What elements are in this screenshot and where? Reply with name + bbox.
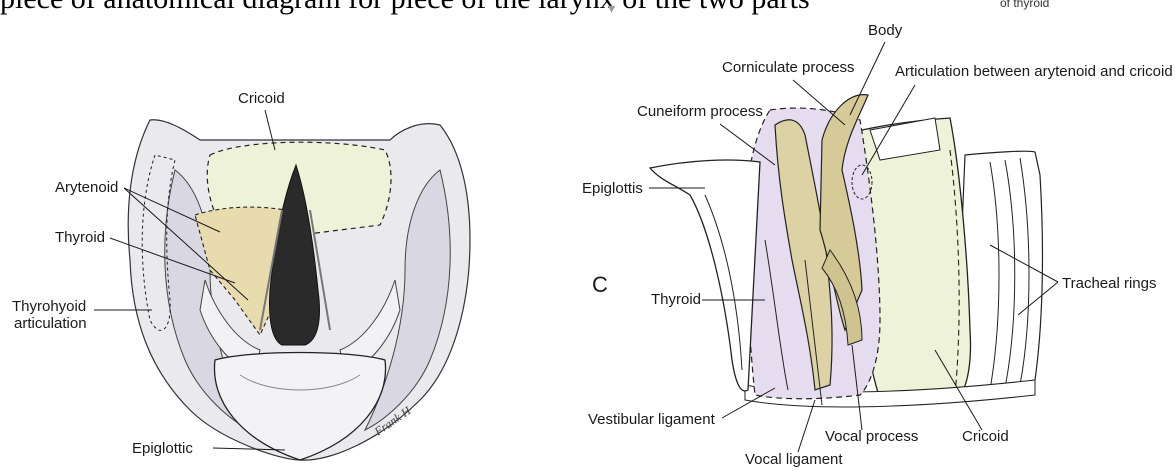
- right-label-vestibular: Vestibular ligament: [588, 411, 716, 428]
- right-label-thyroid: Thyroid: [651, 291, 701, 308]
- left-label-arytenoid: Arytenoid: [55, 179, 118, 196]
- right-label-body: Body: [868, 22, 903, 39]
- right-leader-body: [850, 42, 885, 115]
- right-label-cuneiform: Cuneiform process: [637, 103, 763, 120]
- right-label-articulation: Articulation between arytenoid and crico…: [895, 63, 1173, 80]
- left-label-cricoid: Cricoid: [238, 90, 285, 107]
- left-label-thyrohyoid-2: articulation: [14, 315, 87, 332]
- right-label-vocal-ligament: Vocal ligament: [745, 451, 843, 468]
- left-label-thyrohyoid-1: Thyrohyoid: [12, 298, 86, 315]
- left-illustration: Frank H: [128, 120, 470, 460]
- right-label-cricoid: Cricoid: [962, 428, 1009, 445]
- right-label-epiglottis: Epiglottis: [582, 180, 643, 197]
- left-label-epiglottic: Epiglottic: [132, 440, 193, 457]
- right-label-corniculate: Corniculate process: [722, 59, 855, 76]
- right-illustration: [650, 95, 1042, 407]
- right-leader-vocal-ligament: [798, 400, 815, 452]
- left-label-thyroid: Thyroid: [55, 229, 105, 246]
- right-panel-letter: C: [592, 272, 608, 297]
- right-epiglottis: [650, 160, 760, 391]
- right-label-tracheal-rings: Tracheal rings: [1062, 275, 1156, 292]
- right-label-vocal-process: Vocal process: [825, 428, 918, 445]
